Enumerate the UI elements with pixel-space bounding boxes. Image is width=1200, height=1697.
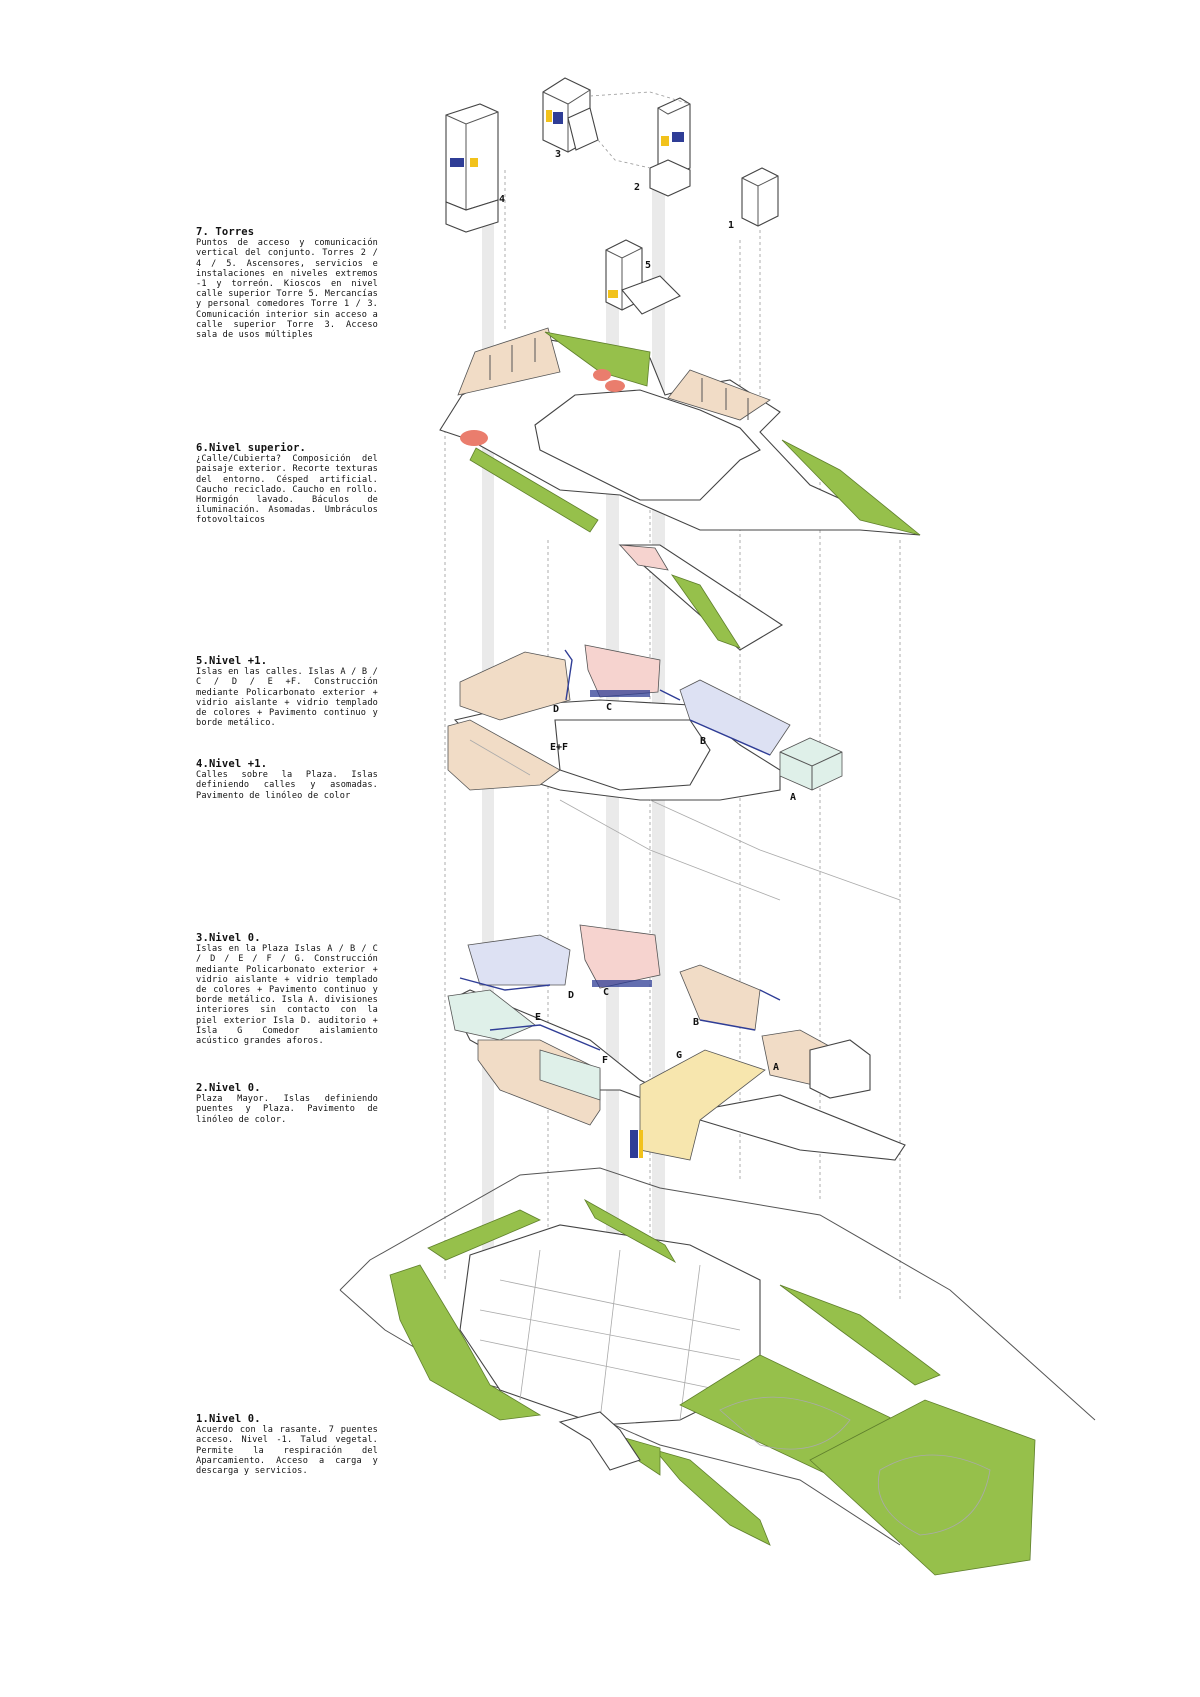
note-body: Calles sobre la Plaza. Islas definiendo …	[196, 770, 378, 801]
level-1-ground	[339, 1167, 1096, 1576]
island-3-G-label: G	[676, 1050, 682, 1061]
note-title: 4.Nivel +1.	[196, 758, 268, 770]
tower-2-label: 2	[634, 182, 640, 193]
island-5-EF-label: E+F	[550, 742, 568, 753]
note-nivel-0-plaza: 2.Nivel 0. Plaza Mayor. Islas definiendo…	[196, 1082, 378, 1125]
note-body: ¿Calle/Cubierta? Composición del paisaje…	[196, 454, 378, 526]
note-body: Islas en la Plaza Islas A / B / C / D / …	[196, 944, 378, 1047]
island-3-A-label: A	[773, 1062, 779, 1073]
parking-grid	[479, 1249, 741, 1421]
note-title: 3.Nivel 0.	[196, 932, 261, 944]
island-5-D-label: D	[553, 704, 559, 715]
tower-1: 1	[728, 167, 779, 231]
island-3-F-label: F	[602, 1055, 608, 1066]
note-body: Puntos de acceso y comunicación vertical…	[196, 238, 378, 341]
tower-1-label: 1	[728, 220, 734, 231]
note-title: 6.Nivel superior.	[196, 442, 307, 454]
island-3-B-label: B	[693, 1017, 699, 1028]
tower-2: 2	[634, 97, 691, 197]
level-6-roof	[439, 327, 921, 651]
tower-4: 4	[445, 103, 505, 233]
note-body: Acuerdo con la rasante. 7 puentes acceso…	[196, 1425, 378, 1477]
note-title: 2.Nivel 0.	[196, 1082, 261, 1094]
island-5-C-label: C	[606, 702, 612, 713]
tower-3-label: 3	[555, 149, 561, 160]
note-nivel-0-rasante: 1.Nivel 0. Acuerdo con la rasante. 7 pue…	[196, 1413, 378, 1476]
note-nivel-superior: 6.Nivel superior. ¿Calle/Cubierta? Compo…	[196, 442, 378, 526]
umbraculos	[489, 338, 749, 420]
tower-3: 3	[542, 77, 599, 160]
level-3-islands: D C B A E F G	[447, 924, 906, 1161]
note-title: 1.Nivel 0.	[196, 1413, 261, 1425]
note-title: 5.Nivel +1.	[196, 655, 268, 667]
note-nivel-0-islas: 3.Nivel 0. Islas en la Plaza Islas A / B…	[196, 932, 378, 1046]
tower-5-label: 5	[645, 260, 651, 271]
note-nivel-1-islas: 5.Nivel +1. Islas en las calles. Islas A…	[196, 655, 378, 728]
note-title: 7. Torres	[196, 226, 255, 238]
lawn-contours	[719, 1396, 991, 1536]
island-3-D-label: D	[568, 990, 574, 1001]
note-body: Plaza Mayor. Islas definiendo puentes y …	[196, 1094, 378, 1125]
island-5-A-label: A	[790, 792, 796, 803]
note-body: Islas en las calles. Islas A / B / C / D…	[196, 667, 378, 729]
island-3-C-label: C	[603, 987, 609, 998]
island-5-B-label: B	[700, 736, 706, 747]
island-3-E-label: E	[535, 1012, 541, 1023]
level-5-islands: D C B A E+F	[447, 644, 901, 901]
note-torres: 7. Torres Puntos de acceso y comunicació…	[196, 226, 378, 340]
note-nivel-1-calles: 4.Nivel +1. Calles sobre la Plaza. Islas…	[196, 758, 378, 801]
towers-level: 4 3 2 1	[445, 77, 779, 315]
tower-5: 5	[605, 239, 681, 315]
tower-4-label: 4	[499, 194, 505, 205]
